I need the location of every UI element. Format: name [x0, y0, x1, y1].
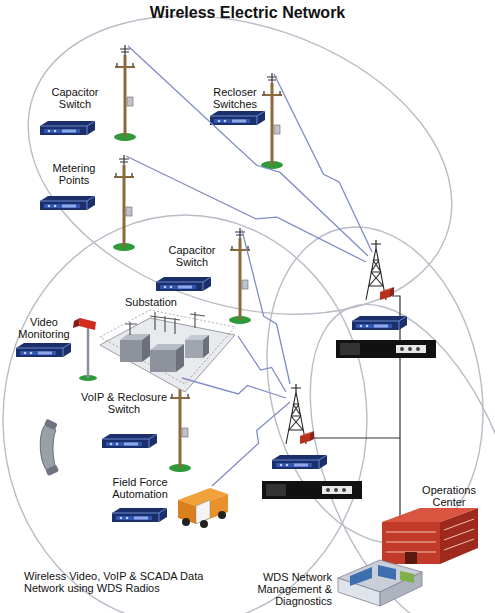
equipment-rack	[262, 481, 362, 499]
wireless-link	[238, 336, 286, 392]
region-outline	[0, 0, 491, 366]
substation-symbol	[142, 334, 150, 362]
wireless-link	[212, 402, 290, 486]
radio-unit	[40, 196, 95, 210]
radio-unit	[210, 111, 265, 125]
truck-symbol	[218, 511, 226, 519]
substation-symbol	[100, 310, 235, 384]
radio-unit	[156, 277, 211, 291]
camera-pole	[87, 322, 90, 378]
management-console	[350, 567, 372, 586]
substation-symbol	[203, 335, 209, 358]
pole-symbol	[169, 376, 191, 472]
camera-pole	[79, 318, 96, 330]
phone-handset	[45, 465, 59, 476]
operations-building	[444, 539, 474, 550]
radio-unit	[272, 455, 327, 469]
phone-handset	[44, 419, 58, 430]
device-group: Capacitor Switch	[160, 244, 224, 268]
radio-unit	[352, 316, 407, 330]
equipment-rack	[336, 340, 436, 358]
device-label: VoIP & Reclosure Switch	[76, 391, 172, 415]
truck-symbol	[182, 518, 190, 526]
device-label: Capacitor Switch	[160, 244, 224, 268]
radio-unit	[112, 508, 167, 522]
wireless-link	[128, 46, 368, 256]
operations-building	[382, 508, 478, 564]
substation-symbol	[176, 344, 184, 372]
device-group: Metering Points	[44, 162, 104, 186]
pole-symbol	[114, 45, 136, 141]
device-group: Operations Center	[412, 484, 486, 508]
truck-symbol	[178, 488, 228, 528]
operations-building	[444, 529, 474, 540]
wireless-link	[274, 74, 372, 252]
region-outline	[239, 207, 495, 564]
radio-unit	[40, 121, 95, 135]
radio-unit	[16, 343, 71, 357]
operations-building	[444, 519, 474, 530]
device-group: VoIP & Reclosure Switch	[76, 391, 172, 415]
truck-symbol	[196, 494, 228, 524]
pole-symbol	[261, 73, 283, 169]
device-group: WDS Network Management & Diagnostics	[236, 571, 332, 607]
backhaul-wire	[314, 437, 400, 438]
device-group: Field Force Automation	[106, 476, 174, 500]
region-outline	[268, 275, 495, 613]
radio-unit	[102, 434, 157, 448]
substation-symbol	[150, 350, 176, 372]
substation-symbol	[125, 322, 137, 335]
diagram-title: Wireless Electric Network	[0, 4, 495, 22]
operations-building	[382, 522, 440, 564]
device-label: Substation	[118, 296, 184, 308]
device-label: WDS Network Management & Diagnostics	[236, 571, 332, 607]
pole-symbol	[229, 228, 251, 324]
operations-building	[386, 532, 436, 533]
region-outline	[3, 215, 367, 613]
device-label: Field Force Automation	[106, 476, 174, 500]
device-group: Substation	[118, 296, 184, 308]
radio-tower	[286, 384, 314, 444]
device-group: Recloser Switches	[203, 86, 267, 110]
device-label: Recloser Switches	[203, 86, 267, 110]
operations-building	[386, 542, 436, 543]
phone-handset	[40, 424, 56, 472]
wireless-link	[242, 230, 290, 384]
network-caption: Wireless Video, VoIP & SCADA Data Networ…	[24, 570, 208, 594]
camera-pole	[73, 318, 80, 328]
substation-symbol	[125, 312, 205, 335]
substation-symbol	[100, 318, 235, 392]
pole-symbol	[113, 155, 135, 251]
phone-handset	[40, 419, 59, 476]
management-console	[378, 565, 396, 580]
operations-building	[386, 519, 474, 552]
camera-pole	[73, 318, 97, 381]
substation-symbol	[100, 310, 235, 392]
management-console	[338, 560, 422, 606]
operations-building	[405, 552, 417, 564]
operations-building	[382, 508, 478, 522]
truck-symbol	[200, 520, 208, 528]
device-label: Metering Points	[44, 162, 104, 186]
device-label: Video Monitoring	[12, 316, 76, 340]
device-label: Capacitor Switch	[44, 86, 106, 110]
equipment-rack	[262, 340, 436, 499]
management-console	[400, 571, 414, 583]
device-label: Operations Center	[412, 484, 486, 508]
radio-unit	[16, 111, 407, 522]
device-group: Capacitor Switch	[44, 86, 106, 110]
device-group: Video Monitoring	[12, 316, 76, 340]
substation-symbol	[150, 312, 205, 334]
substation-symbol	[185, 340, 203, 358]
wireless-link	[182, 378, 286, 398]
substation-symbol	[120, 340, 142, 362]
